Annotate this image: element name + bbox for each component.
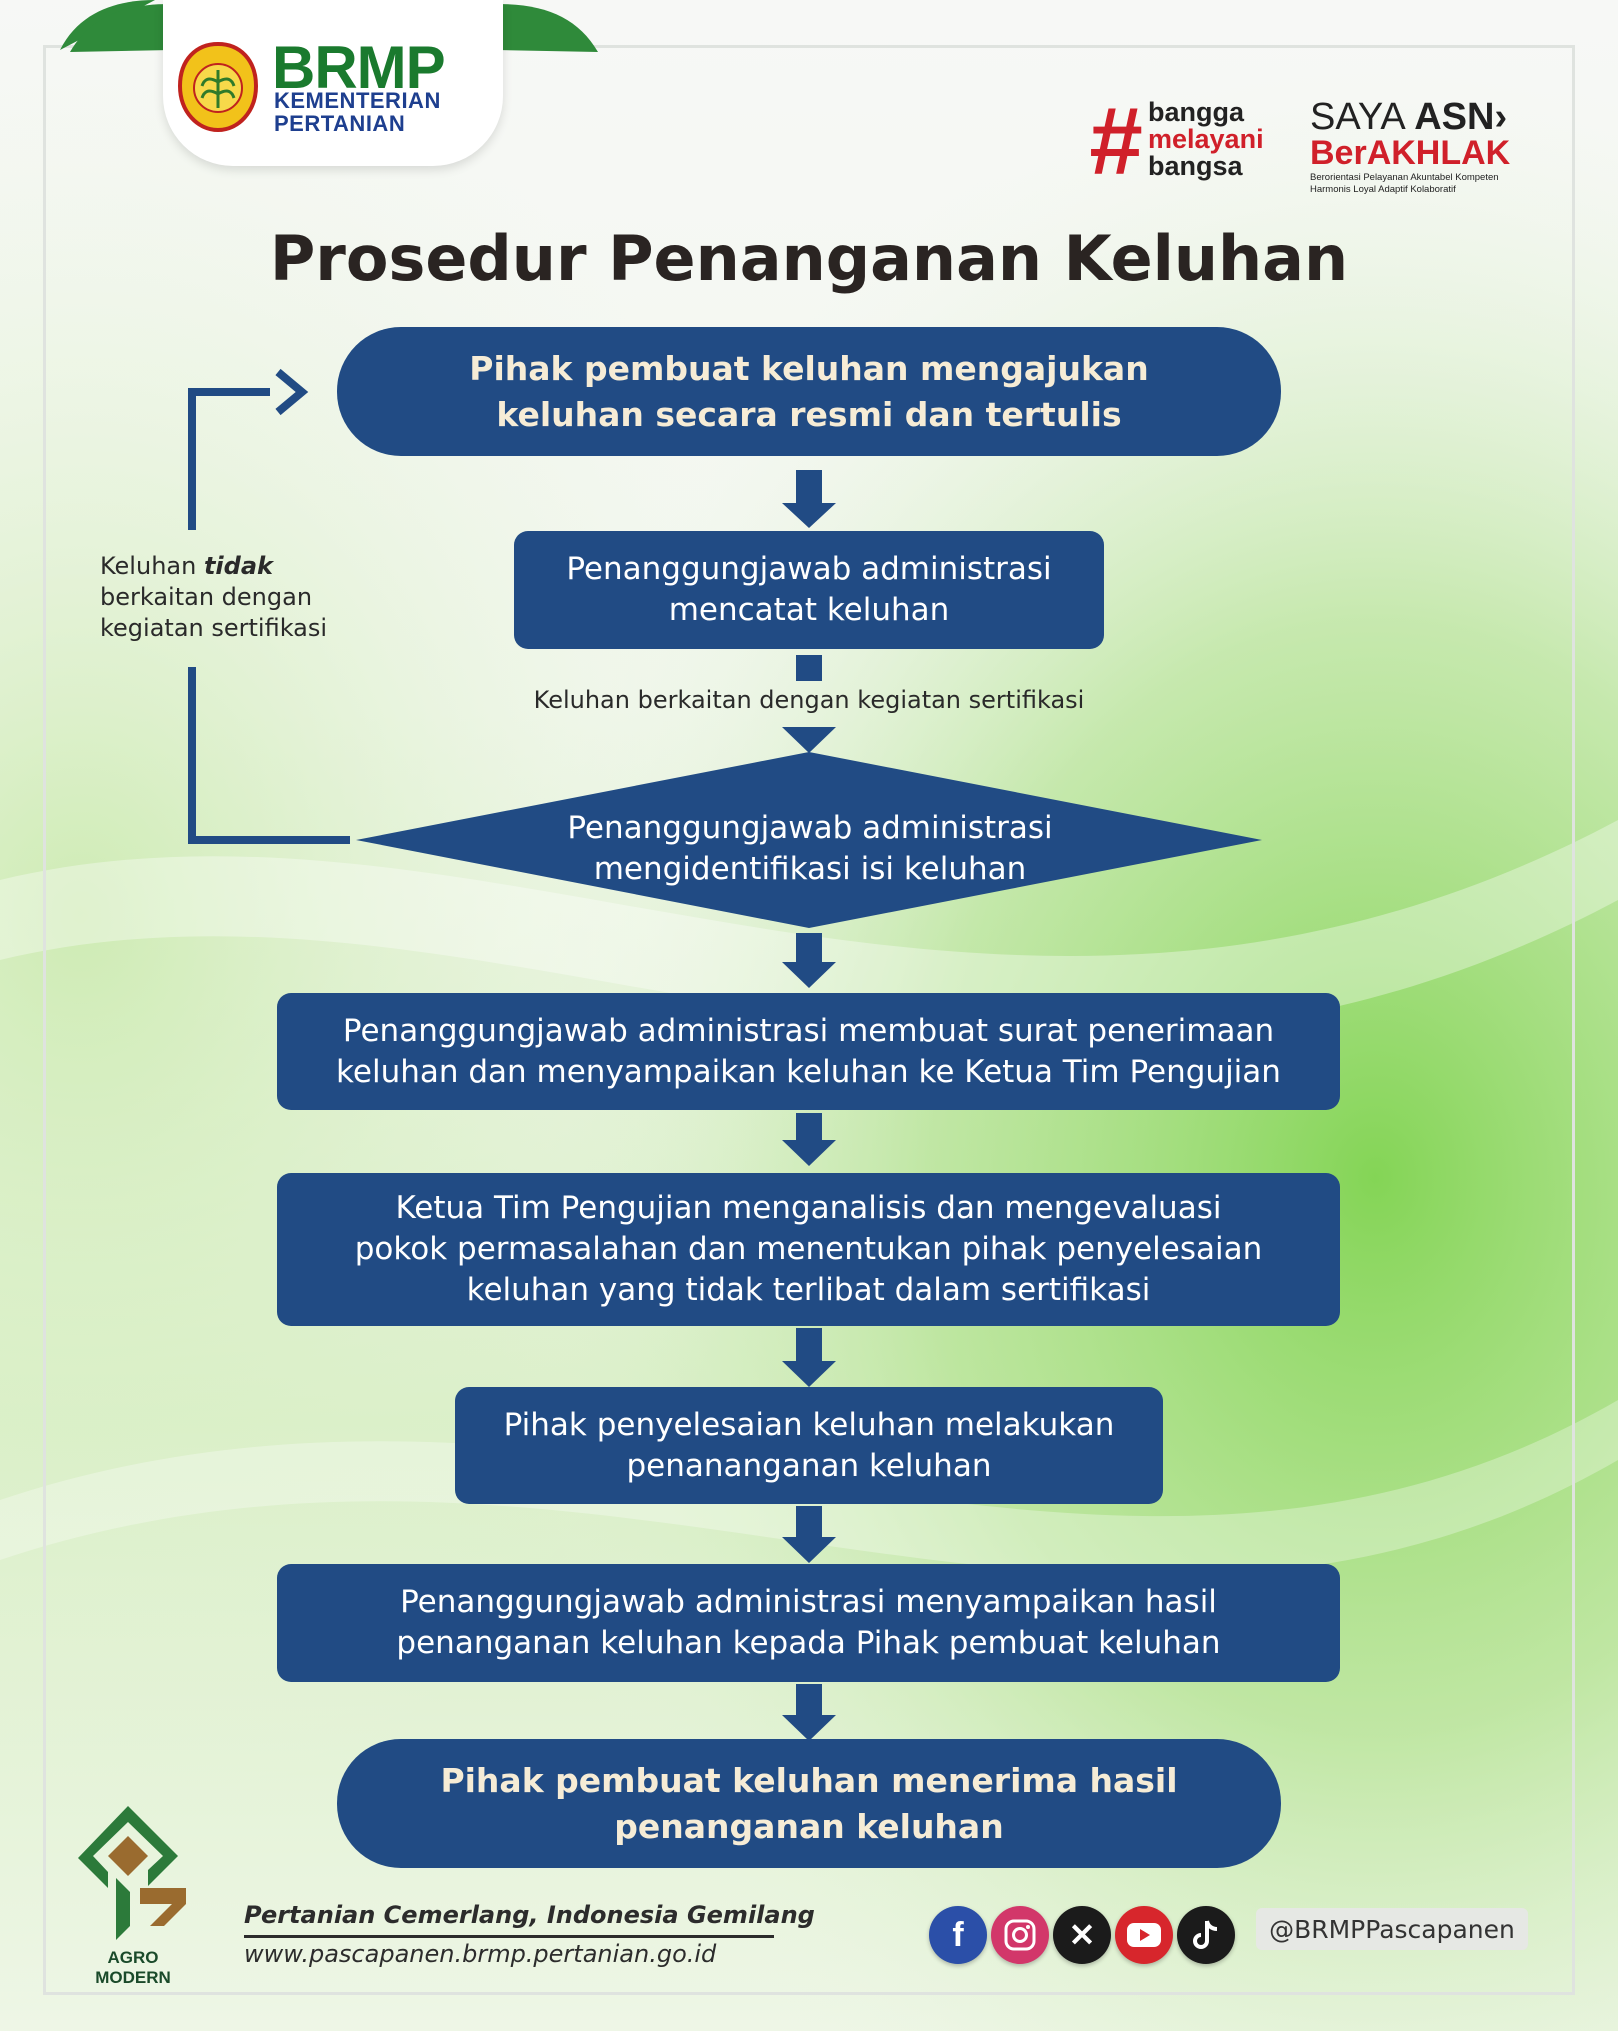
step-record-complaint: Penanggungjawab administrasi mencatat ke… xyxy=(514,531,1104,649)
step-acceptance-letter: Penanggungjawab administrasi membuat sur… xyxy=(277,993,1340,1110)
arrow-down xyxy=(782,1684,836,1741)
berakhlak-logo: BerAKHLAK xyxy=(1310,134,1511,172)
loop-back-arrowhead xyxy=(275,368,309,416)
page-title: Prosedur Penanganan Keluhan xyxy=(269,222,1349,295)
step-submit-complaint: Pihak pembuat keluhan mengajukan keluhan… xyxy=(337,327,1281,456)
loop-back-line xyxy=(188,388,350,844)
instagram-glyph xyxy=(1004,1919,1036,1951)
social-handle[interactable]: @BRMPPascapanen xyxy=(1256,1908,1528,1950)
instagram-icon[interactable] xyxy=(991,1906,1049,1964)
arrow-down xyxy=(782,470,836,528)
footer-slogan: Pertanian Cemerlang, Indonesia Gemilang xyxy=(244,1901,815,1929)
tagline-word-1: bangga xyxy=(1148,97,1245,127)
ministry-line2: PERTANIAN xyxy=(274,111,406,136)
arrow-down xyxy=(782,933,836,988)
brand-title: BRMP xyxy=(272,34,446,101)
facebook-icon[interactable]: f xyxy=(929,1906,987,1964)
hashtag-mark: # xyxy=(1088,88,1142,195)
decision-identify-content: Penanggungjawab administrasi mengidentif… xyxy=(567,810,1053,887)
saya-asn: SAYA ASN› xyxy=(1310,96,1508,138)
step-deliver-result: Penanggungjawab administrasi menyampaika… xyxy=(277,1564,1340,1682)
berakhlak-sub1: Berorientasi Pelayanan Akuntabel Kompete… xyxy=(1310,172,1499,183)
agro-modern-logo-icon xyxy=(78,1806,186,1940)
page-frame xyxy=(43,45,1575,1995)
x-icon[interactable]: ✕ xyxy=(1053,1906,1111,1964)
arrow-down xyxy=(782,1506,836,1563)
yes-branch-label: Keluhan berkaitan dengan kegiatan sertif… xyxy=(533,686,1085,714)
kementan-emblem-icon xyxy=(178,42,258,132)
slogan-underline xyxy=(244,1935,774,1938)
tiktok-icon[interactable] xyxy=(1177,1906,1235,1964)
agro-modern-label: AGRO MODERN xyxy=(95,1948,171,1987)
no-branch-label: Keluhan tidak berkaitan dengan kegiatan … xyxy=(100,552,328,642)
footer-website[interactable]: www.pascapanen.brmp.pertanian.go.id xyxy=(244,1940,717,1968)
arrow-head xyxy=(782,727,836,753)
arrow-down xyxy=(782,1113,836,1166)
decision-diamond xyxy=(356,752,1262,928)
berakhlak-sub2: Harmonis Loyal Adaptif Kolaboratif xyxy=(1310,184,1456,195)
youtube-glyph xyxy=(1127,1923,1161,1947)
ministry-line1: KEMENTERIAN xyxy=(274,88,441,113)
tagline-word-2: melayani xyxy=(1148,124,1264,154)
step-handle-complaint: Pihak penyelesaian keluhan melakukan pen… xyxy=(455,1387,1163,1504)
header-tab-ornament xyxy=(60,0,598,52)
step-analyze-evaluate: Ketua Tim Pengujian menganalisis dan men… xyxy=(277,1173,1340,1326)
tiktok-glyph xyxy=(1193,1920,1218,1949)
connector-segment xyxy=(796,655,822,681)
youtube-icon[interactable] xyxy=(1115,1906,1173,1964)
tagline-word-3: bangsa xyxy=(1148,151,1243,181)
arrow-down xyxy=(782,1328,836,1387)
step-receive-result: Pihak pembuat keluhan menerima hasil pen… xyxy=(337,1739,1281,1868)
